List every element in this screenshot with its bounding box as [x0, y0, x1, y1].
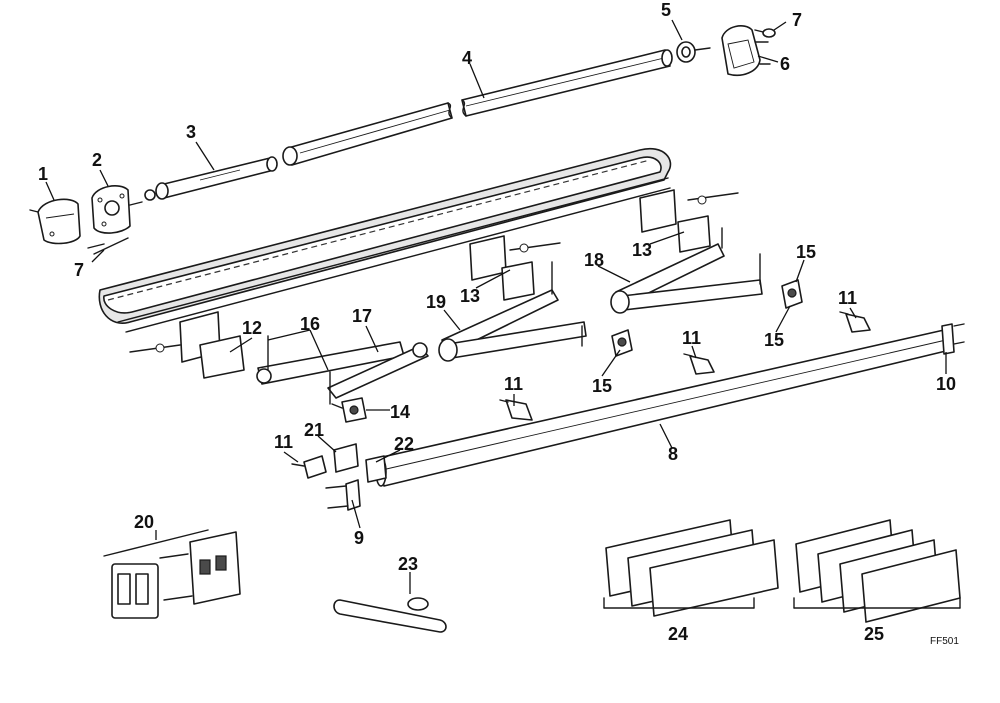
callout-25: 25 — [864, 624, 884, 644]
left-motor-end-plate — [91, 185, 143, 234]
awning-wand — [333, 597, 447, 633]
knob-11-mid — [683, 353, 715, 375]
callout-11-mid: 11 — [682, 328, 701, 348]
callout-12: 12 — [242, 318, 262, 338]
mounting-rail-set-3 — [603, 519, 779, 617]
wire-harness — [87, 237, 129, 255]
lead-bar-end-bracket-left — [325, 479, 361, 511]
knob-11-left — [291, 455, 327, 479]
callout-15-center: 15 — [592, 376, 612, 396]
mounting-bracket-13-left — [469, 235, 561, 301]
arm-bracket-15-center — [611, 329, 633, 357]
callout-23: 23 — [398, 554, 418, 574]
callout-19: 19 — [426, 292, 446, 312]
callout-labels: 1 2 3 4 5 6 7 7 8 9 10 11 11 11 11 12 13… — [38, 0, 959, 647]
callout-14: 14 — [390, 402, 410, 422]
switch-panel — [103, 529, 241, 619]
end-plug — [676, 41, 711, 63]
left-end-cap — [29, 198, 81, 245]
arm-assembly-right — [610, 227, 763, 314]
roller-tube — [282, 49, 673, 166]
callout-20: 20 — [134, 512, 154, 532]
callout-16: 16 — [300, 314, 320, 334]
callout-4: 4 — [462, 48, 472, 68]
callout-5: 5 — [661, 0, 671, 20]
callout-15-lower: 15 — [764, 330, 784, 350]
mounting-bracket-13-right — [639, 189, 739, 253]
figure-code: FF501 — [930, 636, 959, 647]
lead-bar-end-bracket-right — [941, 323, 965, 355]
callout-11-right: 11 — [838, 288, 857, 308]
bracket-21 — [333, 443, 359, 473]
bracket-22 — [365, 455, 387, 483]
callout-11-center: 11 — [504, 374, 523, 394]
arm-assembly-left — [256, 335, 429, 405]
callout-17: 17 — [352, 306, 372, 326]
arm-assembly-center — [438, 261, 587, 362]
callout-10: 10 — [936, 374, 956, 394]
callout-1: 1 — [38, 164, 48, 184]
callout-13-left: 13 — [460, 286, 480, 306]
knob-11-right — [839, 311, 871, 333]
mounting-bracket-12 — [129, 311, 245, 379]
callout-7-top: 7 — [792, 10, 802, 30]
arm-bracket-15-right — [781, 279, 803, 309]
callout-9: 9 — [354, 528, 364, 548]
callout-15-upper: 15 — [796, 242, 816, 262]
callout-3: 3 — [186, 122, 196, 142]
callout-24: 24 — [668, 624, 688, 644]
cap-plug-top — [754, 28, 776, 38]
callout-21: 21 — [304, 420, 324, 440]
callout-11-left: 11 — [274, 432, 293, 452]
mounting-rail-set-4 — [793, 519, 961, 623]
right-end-cap — [721, 25, 771, 76]
callout-6: 6 — [780, 54, 790, 74]
callout-13-right: 13 — [632, 240, 652, 260]
callout-22: 22 — [394, 434, 414, 454]
leader-lines — [45, 19, 947, 594]
callout-7-left: 7 — [74, 260, 84, 280]
slider-bracket-14 — [331, 397, 367, 423]
awning-cassette-housing — [98, 147, 672, 333]
callout-18: 18 — [584, 250, 604, 270]
callout-8: 8 — [668, 444, 678, 464]
torsion-shaft — [144, 156, 278, 201]
callout-2: 2 — [92, 150, 102, 170]
knob-11-center — [499, 399, 533, 421]
